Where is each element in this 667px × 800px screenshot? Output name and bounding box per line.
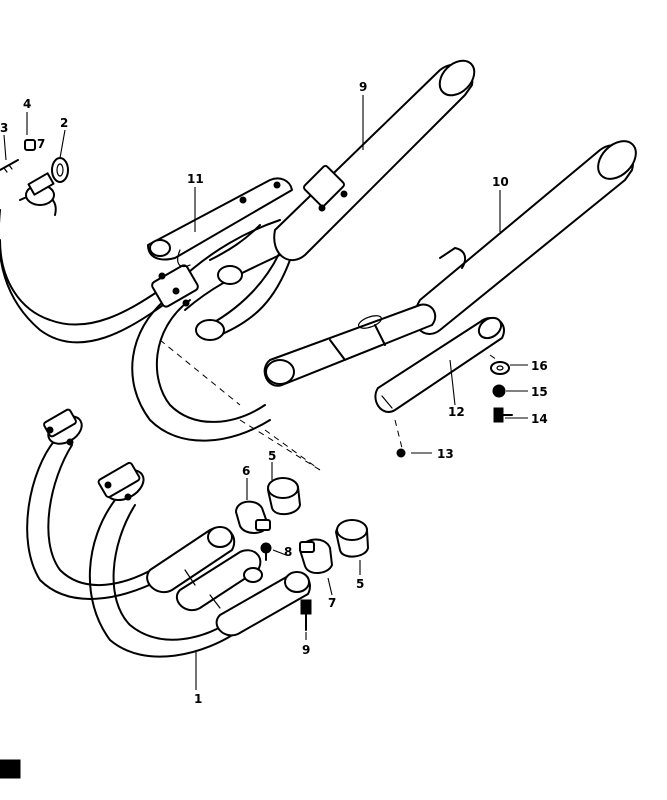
callout-labels: 1 2 3 4 5 5 6 7 7 8 9 9 10 11 12 13 14 1… (0, 80, 548, 706)
callout-11: 11 (187, 172, 204, 186)
bolt-13-part (396, 448, 406, 458)
sleeve-5-upper-part (267, 477, 301, 516)
callout-6: 6 (242, 464, 250, 478)
protector-tube-part (374, 316, 505, 413)
alignment-lines (159, 339, 501, 471)
callout-3: 3 (0, 121, 8, 135)
clamp-7-part (299, 538, 333, 574)
heat-shield-part (147, 177, 293, 268)
sleeve-5-lower-part (335, 519, 369, 558)
callout-12: 12 (448, 405, 465, 419)
callout-2: 2 (60, 116, 68, 130)
callout-14: 14 (531, 412, 548, 426)
callout-5-lower: 5 (356, 577, 364, 591)
callout-10: 10 (492, 175, 509, 189)
crossover-pipe (263, 303, 437, 387)
bolt-14-part (493, 407, 513, 423)
callout-5-upper: 5 (268, 449, 276, 463)
muffler-upper-part (273, 59, 476, 261)
bolt-8-part (260, 542, 272, 561)
callout-7-upper: 7 (37, 137, 45, 151)
nut-15-part (492, 384, 506, 398)
stud-bolt-part (0, 159, 19, 173)
callout-1: 1 (194, 692, 202, 706)
lower-exhaust-pipe-assembly (26, 408, 311, 658)
upper-left-exhaust-pipe (0, 172, 171, 344)
callout-4: 4 (23, 97, 31, 111)
collector-pipe (195, 224, 291, 341)
corner-badge (0, 759, 21, 779)
callout-16: 16 (531, 359, 548, 373)
callout-7-lower: 7 (328, 596, 336, 610)
gasket-part (51, 157, 69, 183)
callout-9-lower: 9 (302, 643, 310, 657)
callout-9-upper: 9 (359, 80, 367, 94)
nut-part (24, 139, 36, 151)
washer-16-part (490, 361, 510, 375)
muffler-lower-part (413, 140, 637, 335)
leader-lines (3, 95, 528, 690)
callout-8: 8 (284, 545, 292, 559)
clamp-6-part (235, 500, 271, 534)
bolt-9-lower-part (300, 599, 312, 631)
callout-13: 13 (437, 447, 454, 461)
callout-15: 15 (531, 385, 548, 399)
